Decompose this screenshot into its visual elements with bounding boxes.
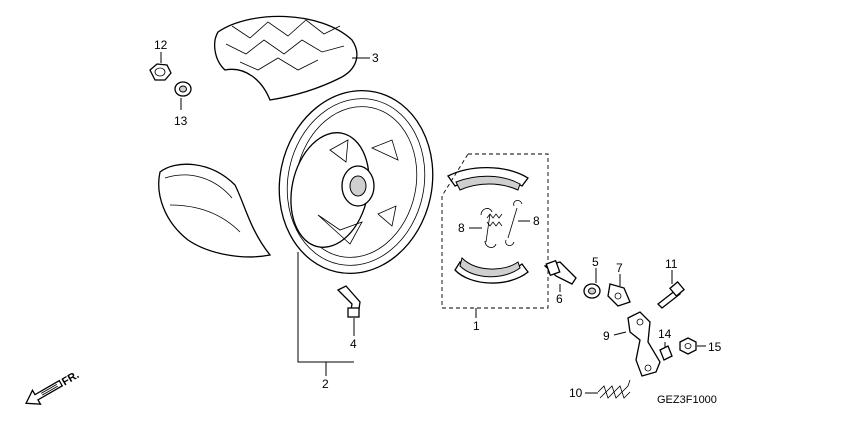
callout-1: 1 xyxy=(473,319,480,333)
tire-illustration xyxy=(158,15,358,258)
front-label: FR. xyxy=(60,369,81,388)
wheel-illustration xyxy=(278,89,434,275)
brake-arm-hardware xyxy=(597,281,697,399)
callout-9: 9 xyxy=(603,329,610,343)
front-direction-arrow: FR. xyxy=(25,369,81,405)
brake-shoe-assembly xyxy=(441,153,549,309)
callout-12: 12 xyxy=(154,38,168,52)
callout-6: 6 xyxy=(556,292,563,306)
callout-14: 14 xyxy=(658,327,672,341)
callout-2: 2 xyxy=(322,377,329,391)
callout-3: 3 xyxy=(372,51,379,65)
callout-8-left: 8 xyxy=(458,221,465,235)
callout-15: 15 xyxy=(708,340,722,354)
callout-11: 11 xyxy=(665,257,678,271)
callout-4: 4 xyxy=(350,337,357,351)
leader-lines xyxy=(160,52,706,394)
diagram-code: GEZ3F1000 xyxy=(657,394,717,406)
axle-nut-and-washer xyxy=(149,63,192,97)
callout-7: 7 xyxy=(616,261,623,275)
callout-13: 13 xyxy=(174,114,188,128)
callout-labels: 12 13 3 4 2 1 8 8 6 5 7 11 9 14 15 10 xyxy=(154,38,722,400)
callout-10: 10 xyxy=(569,386,583,400)
brake-cam-and-washers xyxy=(543,259,631,307)
air-valve xyxy=(336,285,361,318)
callout-5: 5 xyxy=(592,255,599,269)
callout-8-right: 8 xyxy=(533,214,540,228)
